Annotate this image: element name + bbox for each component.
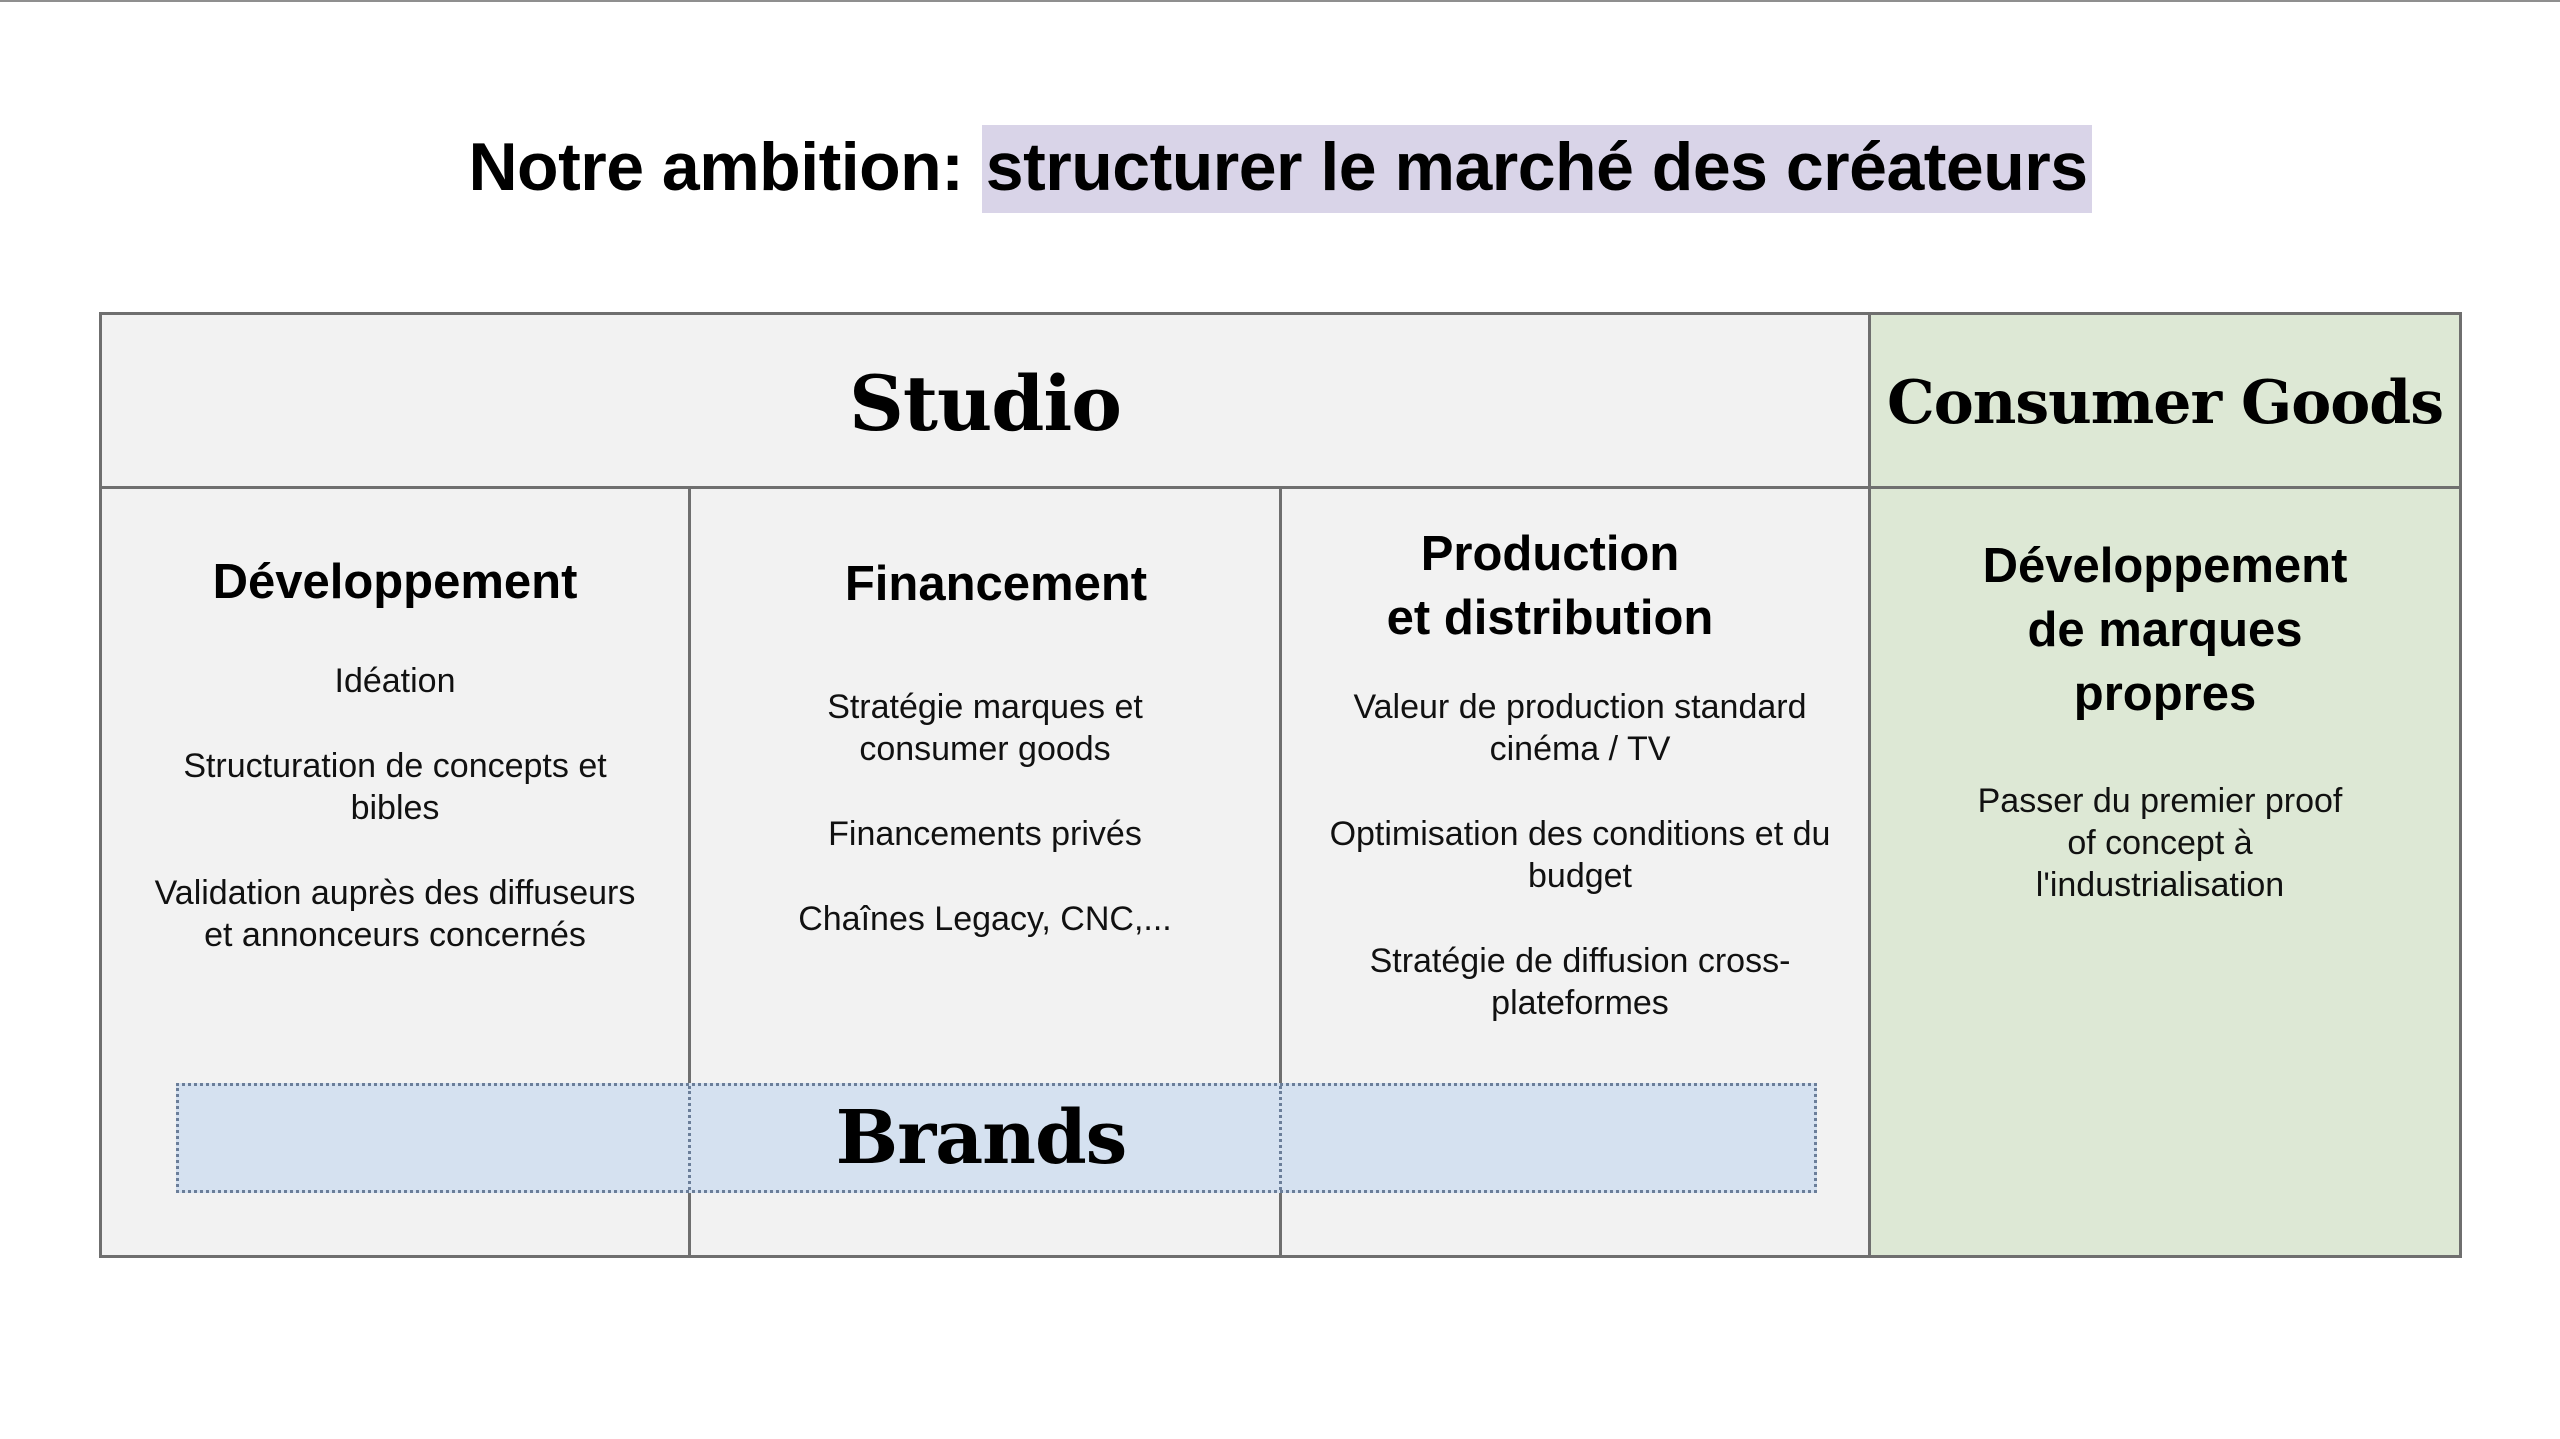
column-heading-line: Financement: [844, 557, 1148, 611]
brands-band-divider-1: [688, 1086, 691, 1190]
column-heading-line: Développement: [212, 555, 578, 609]
list-item: Chaînes Legacy, CNC,...: [798, 900, 1172, 938]
column-heading-line: Production: [1420, 527, 1680, 581]
list-item: Optimisation des conditions et du budget: [1329, 815, 1831, 895]
column-heading-marques-propres: Développement de marques propres: [1871, 534, 2459, 726]
list-item: Passer du premier proof of concept à l'i…: [1977, 782, 2343, 904]
column-body-financement: Stratégie marques et consumer goods Fina…: [770, 686, 1200, 940]
list-item: Stratégie de diffusion cross-plateformes: [1369, 942, 1791, 1022]
slide-title: Notre ambition: structurer le marché des…: [0, 125, 2560, 213]
title-highlight: structurer le marché des créateurs: [981, 125, 2092, 213]
list-item: Validation auprès des diffuseurs et anno…: [154, 874, 636, 954]
column-divider-1: [688, 486, 691, 1258]
column-body-production: Valeur de production standard cinéma / T…: [1310, 686, 1850, 1024]
title-prefix: Notre ambition:: [468, 129, 964, 205]
brands-band: [176, 1083, 1817, 1193]
brands-band-divider-2: [1279, 1086, 1282, 1190]
brands-label: Brands: [835, 1095, 1128, 1181]
column-heading-line: de marques: [2027, 603, 2303, 657]
column-heading-financement: Financement: [691, 552, 1301, 616]
list-item: Idéation: [334, 662, 456, 700]
column-heading-line: Développement: [1982, 539, 2348, 593]
column-heading-line: propres: [2073, 667, 2257, 721]
list-item: Stratégie marques et consumer goods: [827, 688, 1143, 768]
column-heading-line: et distribution: [1386, 591, 1714, 645]
column-divider-2: [1279, 486, 1282, 1258]
list-item: Financements privés: [828, 815, 1142, 853]
consumer-goods-title: Consumer Goods: [1887, 368, 2444, 438]
column-heading-production: Production et distribution: [1282, 522, 1818, 650]
consumer-goods-panel: [1868, 312, 2462, 1258]
column-body-marques-propres: Passer du premier proof of concept à l'i…: [1960, 780, 2360, 906]
list-item: Valeur de production standard cinéma / T…: [1353, 688, 1807, 768]
column-body-developpement: Idéation Structuration de concepts et bi…: [140, 660, 650, 956]
column-heading-developpement: Développement: [102, 550, 688, 614]
top-rule: [0, 0, 2560, 2]
studio-title: Studio: [849, 359, 1122, 448]
list-item: Structuration de concepts et bibles: [183, 747, 607, 827]
